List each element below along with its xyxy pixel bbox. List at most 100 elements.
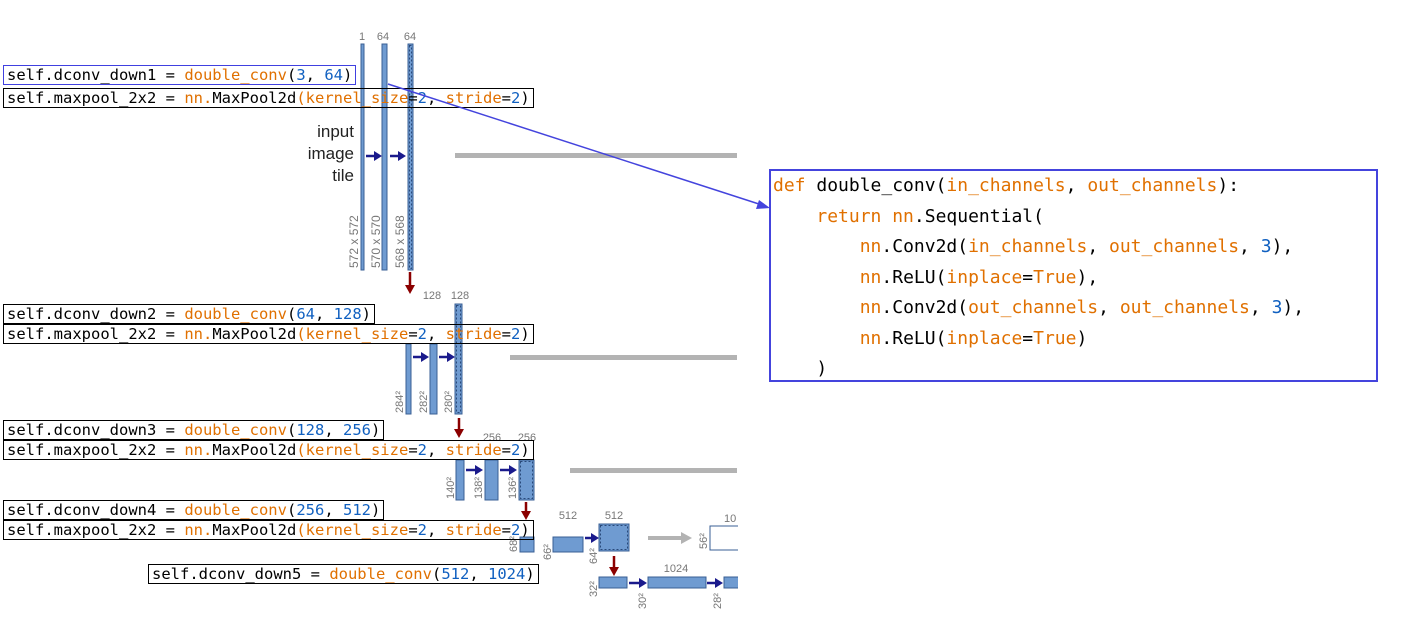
code-token: 3	[1271, 297, 1283, 318]
code-token: .Conv2d(	[881, 236, 969, 257]
code-token: .ReLU(	[881, 266, 947, 288]
arg: 256	[296, 501, 325, 519]
comma: ,	[427, 441, 446, 459]
module-name: nn.	[184, 325, 213, 343]
eq: =	[501, 521, 512, 539]
comma: ,	[427, 521, 446, 539]
figure-clip	[738, 0, 740, 618]
l4-size-b: 66²	[542, 544, 554, 560]
l4-arrow-b-head	[591, 533, 599, 543]
arg: 128	[333, 305, 362, 323]
maxpool-line-3: self.maxpool_2x2 = nn.MaxPool2d(kernel_s…	[3, 440, 534, 460]
l4-ch-b: 512	[605, 510, 623, 522]
code-token: in_channels	[946, 175, 1066, 196]
code-token: ):	[1217, 175, 1240, 196]
arg: 128	[296, 421, 325, 439]
function-name: double_conv	[184, 501, 287, 519]
input-label-1: image	[308, 144, 354, 163]
paren: (	[431, 565, 442, 583]
comma: ,	[427, 325, 446, 343]
l3-conv2-bar-crop	[520, 461, 533, 499]
dconv-down1-line: self.dconv_down1 = double_conv(3, 64)	[3, 65, 357, 85]
l2-ch-b: 128	[451, 290, 469, 302]
dconv-down5-line: self.dconv_down5 = double_conv(512, 1024…	[148, 564, 539, 584]
l4-ch-a: 512	[559, 510, 577, 522]
code-token: ,	[1065, 175, 1088, 196]
arg: ,	[314, 305, 334, 323]
class-name: MaxPool2d	[212, 441, 297, 459]
l5-ch: 1024	[664, 563, 688, 575]
code-token	[773, 297, 860, 318]
code-token: return	[816, 205, 893, 227]
l5-conv2-bar	[723, 576, 740, 589]
arg: ,	[324, 501, 343, 519]
code-token: inplace	[946, 327, 1023, 349]
l1-input-bar	[360, 43, 365, 271]
code-token: True	[1033, 327, 1077, 349]
code-token: out_channels	[1087, 175, 1218, 196]
l3-conv1-bar	[484, 459, 499, 501]
code-token: nn	[859, 297, 882, 318]
arg: 64	[324, 66, 343, 84]
code-token: True	[1033, 266, 1077, 288]
paren: )	[370, 421, 381, 439]
l1-size-c: 568 x 568	[393, 215, 407, 268]
l3-arrow-b-head	[509, 465, 517, 475]
code-token: .Conv2d(	[881, 297, 969, 318]
l2-size-a: 284²	[394, 391, 406, 413]
l2-arrow-b-head	[447, 352, 455, 362]
paren: (	[286, 305, 297, 323]
arg: ,	[324, 421, 343, 439]
l5-in-bar	[598, 576, 628, 589]
code-token	[773, 206, 816, 227]
input-label-2: tile	[332, 166, 354, 185]
l2-in-bar	[405, 343, 412, 415]
dconv-down2-line: self.dconv_down2 = double_conv(64, 128)	[3, 304, 375, 324]
l5-arrow-a-head	[639, 578, 647, 588]
arg: 512	[342, 501, 371, 519]
code-token: ),	[1076, 266, 1099, 288]
code-token: in_channels	[968, 236, 1088, 257]
eq: =	[408, 325, 418, 343]
maxpool-line-4: self.maxpool_2x2 = nn.MaxPool2d(kernel_s…	[3, 520, 534, 540]
code-token: nn	[859, 236, 882, 257]
kwarg: kernel_size	[305, 521, 409, 539]
paren: (	[286, 66, 297, 84]
code-token: .ReLU(	[881, 327, 947, 349]
kwarg: stride	[445, 441, 502, 459]
paren: (	[296, 441, 306, 459]
code-token: =	[1022, 327, 1034, 349]
module-name: nn.	[184, 521, 213, 539]
eq: =	[501, 89, 512, 107]
l3-size-c: 136²	[507, 477, 519, 499]
l3-ch-a: 256	[483, 432, 501, 444]
def-code-line-4: nn.Conv2d(out_channels, out_channels, 3)…	[773, 297, 1304, 319]
class-name: MaxPool2d	[212, 521, 297, 539]
l3-in-bar	[455, 459, 465, 501]
def-code-line-0: def double_conv(in_channels, out_channel…	[773, 175, 1239, 197]
code-token: inplace	[946, 266, 1023, 288]
l2-size-c: 280²	[443, 391, 455, 413]
value: 2	[417, 325, 427, 343]
paren: (	[296, 325, 306, 343]
paren: )	[520, 325, 530, 343]
code-token: nn	[859, 266, 882, 288]
maxpool-line-1: self.maxpool_2x2 = nn.MaxPool2d(kernel_s…	[3, 88, 534, 108]
value: 2	[511, 441, 521, 459]
eq: =	[408, 521, 418, 539]
code-token: def	[773, 175, 817, 196]
paren: )	[343, 66, 353, 84]
kwarg: stride	[445, 521, 502, 539]
l3-arrow-a-head	[475, 465, 483, 475]
connector-arrowhead	[756, 200, 770, 209]
code-token: ),	[1282, 297, 1305, 318]
def-code-line-6: )	[773, 358, 827, 380]
eq: =	[501, 441, 512, 459]
function-name: double_conv	[184, 305, 287, 323]
paren: )	[520, 89, 530, 107]
class-name: MaxPool2d	[212, 89, 297, 107]
code-token: out_channels	[968, 297, 1099, 318]
l4-pool-arrow-head	[609, 567, 619, 576]
arg: ,	[469, 565, 488, 583]
